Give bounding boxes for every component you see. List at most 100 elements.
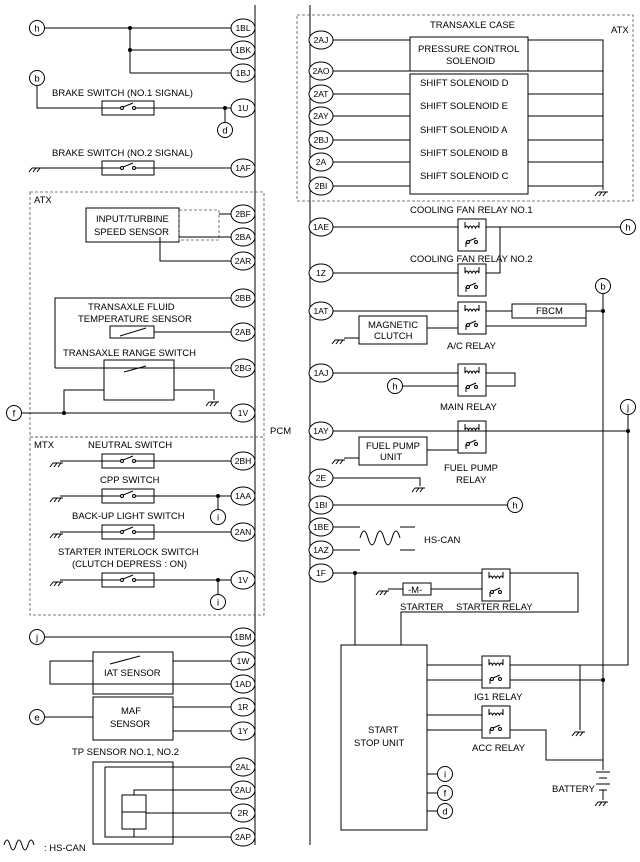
atx-label-right: ATX: [611, 25, 629, 36]
svg-text:2AL: 2AL: [235, 762, 250, 772]
pin-left-1aa: 1AA: [230, 486, 256, 506]
pin-right-1at: 1AT: [308, 301, 334, 321]
backup-light-switch: BACK-UP LIGHT SWITCH: [49, 511, 232, 540]
svg-text:STARTER RELAY: STARTER RELAY: [456, 602, 533, 613]
pin-right-2e: 2E: [308, 468, 334, 488]
connector-h: h: [507, 497, 523, 513]
svg-text:2AO: 2AO: [312, 66, 329, 76]
svg-text:UNIT: UNIT: [380, 452, 402, 463]
pin-left-1bk: 1BK: [230, 40, 256, 60]
connector-f: f: [6, 405, 22, 421]
svg-text:BACK-UP LIGHT SWITCH: BACK-UP LIGHT SWITCH: [72, 511, 185, 522]
brake-switch-2: BRAKE SWITCH (NO.2 SIGNAL): [28, 148, 232, 176]
svg-text:TP SENSOR NO.1, NO.2: TP SENSOR NO.1, NO.2: [72, 747, 179, 758]
connector-i: i: [437, 766, 453, 782]
mtx-label: MTX: [34, 440, 55, 451]
pin-left-2bb: 2BB: [230, 288, 256, 308]
fuel-pump-relay: FUEL PUMP UNIT FUEL PUMP RELAY: [331, 415, 630, 640]
mtx-group: [29, 436, 265, 616]
svg-text:2AY: 2AY: [313, 111, 329, 121]
svg-text:2AJ: 2AJ: [314, 35, 329, 45]
pin-left-1w: 1W: [230, 651, 256, 671]
pin-right-1ay: 1AY: [308, 421, 334, 441]
svg-text:2AP: 2AP: [235, 832, 251, 842]
svg-text:SENSOR: SENSOR: [110, 719, 150, 730]
svg-text:SOLENOID: SOLENOID: [446, 56, 495, 67]
acc-relay: ACC RELAY: [427, 706, 603, 761]
svg-text:FUEL PUMP: FUEL PUMP: [444, 463, 498, 474]
hs-can-legend: : HS-CAN: [3, 839, 86, 854]
svg-text:i: i: [217, 513, 219, 524]
pcm-body: [254, 5, 311, 845]
pin-right-2aj: 2AJ: [308, 30, 334, 50]
pin-left-1bl: 1BL: [230, 18, 256, 38]
svg-text:2BJ: 2BJ: [314, 135, 329, 145]
svg-text:SHIFT SOLENOID D: SHIFT SOLENOID D: [420, 78, 509, 89]
starter-interlock-switch: STARTER INTERLOCK SWITCH (CLUTCH DEPRESS…: [49, 547, 232, 594]
svg-text:MAF: MAF: [121, 706, 141, 717]
tp-sensor: TP SENSOR NO.1, NO.2: [72, 747, 232, 845]
svg-text:2AT: 2AT: [314, 89, 329, 99]
svg-text:h: h: [512, 501, 517, 512]
pin-right-1z: 1Z: [308, 263, 334, 283]
neutral-switch: NEUTRAL SWITCH: [49, 440, 232, 469]
pin-right-1az: 1AZ: [308, 540, 334, 560]
start-stop-unit: START STOP UNIT: [340, 644, 437, 831]
svg-text:PRESSURE CONTROL: PRESSURE CONTROL: [418, 44, 519, 55]
pin-left-2bf: 2BF: [230, 204, 256, 224]
svg-text:START: START: [368, 725, 398, 736]
svg-text:COOLING FAN RELAY NO.2: COOLING FAN RELAY NO.2: [410, 254, 533, 265]
svg-text:1V: 1V: [238, 575, 249, 585]
svg-text:1BK: 1BK: [235, 45, 251, 55]
svg-text:A/C RELAY: A/C RELAY: [447, 341, 497, 352]
svg-text:1AZ: 1AZ: [313, 545, 329, 555]
svg-text:CPP SWITCH: CPP SWITCH: [100, 475, 160, 486]
connector-d: d: [437, 803, 453, 819]
pin-left-1u: 1U: [230, 98, 256, 118]
hs-can: HS-CAN: [332, 526, 461, 551]
svg-text:STOP UNIT: STOP UNIT: [354, 738, 405, 749]
main-relay: MAIN RELAY: [332, 364, 516, 413]
connector-i: i: [210, 509, 226, 525]
svg-text:1Z: 1Z: [316, 268, 326, 278]
svg-text:RELAY: RELAY: [456, 475, 487, 486]
cpp-switch: CPP SWITCH: [49, 475, 232, 509]
connector-b: b: [595, 278, 611, 294]
svg-text:1AF: 1AF: [235, 163, 251, 173]
pin-right-1be: 1BE: [308, 517, 334, 537]
svg-text:h: h: [34, 24, 39, 35]
pin-left-1v: 1V: [230, 403, 256, 423]
svg-text:2E: 2E: [316, 473, 327, 483]
pcm-label: PCM: [270, 426, 291, 437]
svg-text:COOLING FAN RELAY NO.1: COOLING FAN RELAY NO.1: [410, 205, 533, 216]
pin-left-2an: 2AN: [230, 522, 256, 542]
svg-text:b: b: [600, 282, 605, 293]
svg-text:2BB: 2BB: [235, 293, 251, 303]
atx-group-right: [296, 14, 634, 202]
connector-j: j: [29, 629, 45, 645]
svg-text:2AB: 2AB: [235, 327, 251, 337]
svg-text:2BA: 2BA: [235, 232, 251, 242]
svg-text:2R: 2R: [238, 808, 249, 818]
pin-left-2r: 2R: [230, 803, 256, 823]
connector-j: j: [620, 399, 636, 415]
cooling-fan-relays: COOLING FAN RELAY NO.1 COOLING FAN RELAY…: [332, 205, 620, 296]
svg-text:SHIFT SOLENOID A: SHIFT SOLENOID A: [420, 125, 508, 136]
svg-text:1AE: 1AE: [313, 222, 329, 232]
svg-text:1R: 1R: [238, 702, 249, 712]
svg-text:HS-CAN: HS-CAN: [424, 535, 461, 546]
svg-text:CLUTCH: CLUTCH: [374, 331, 413, 342]
pin-left-2ap: 2AP: [230, 827, 256, 847]
svg-text:i: i: [217, 598, 219, 609]
transaxle-range-switch: TRANSAXLE RANGE SWITCH: [22, 348, 232, 415]
svg-text:2AN: 2AN: [235, 527, 252, 537]
svg-text:h: h: [392, 382, 397, 393]
svg-text:-M-: -M-: [408, 585, 422, 596]
svg-text:STARTER: STARTER: [400, 602, 444, 613]
svg-text:f: f: [444, 789, 447, 800]
svg-text:e: e: [34, 713, 39, 724]
connector-h: h: [387, 378, 403, 394]
svg-text:2AR: 2AR: [235, 256, 252, 266]
